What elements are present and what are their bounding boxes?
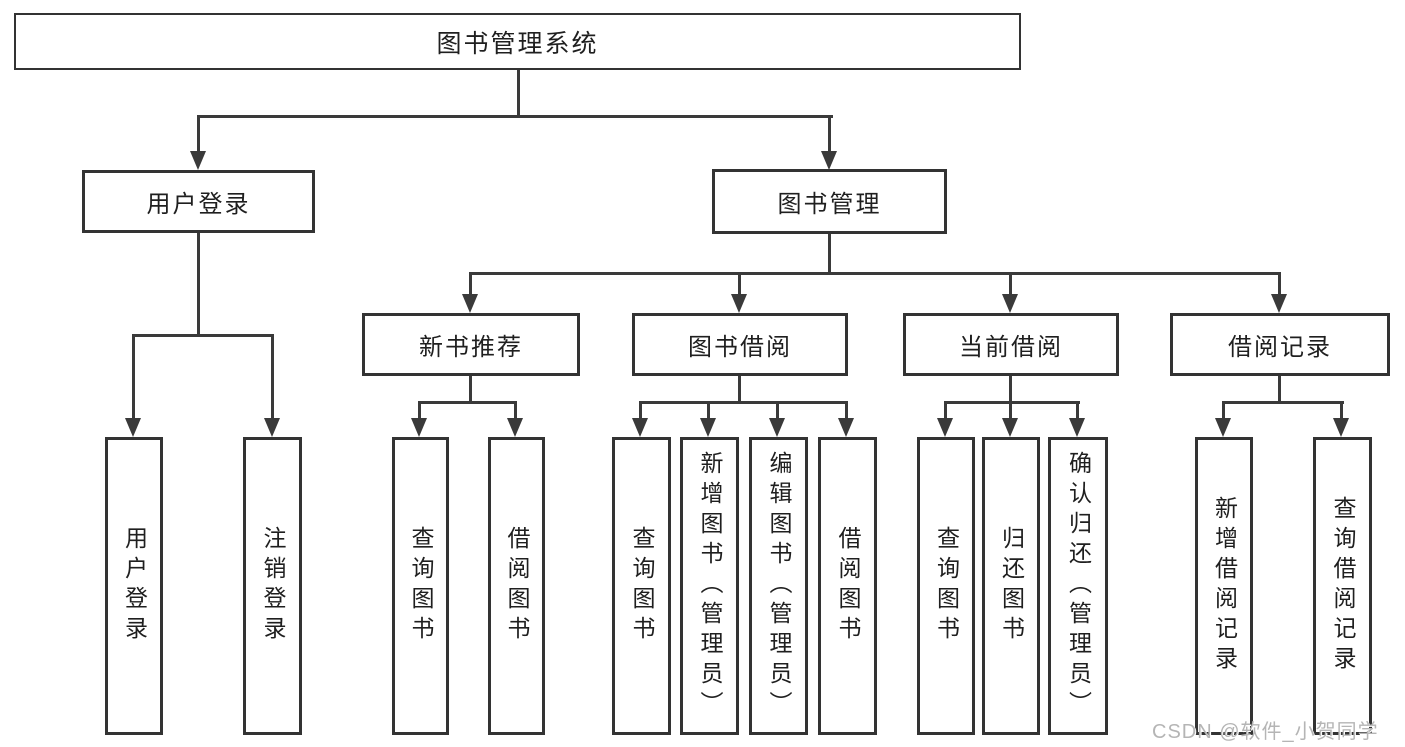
arrowhead-down-icon xyxy=(838,418,854,437)
connector-line xyxy=(1340,401,1343,419)
connector-line xyxy=(845,401,848,419)
node-current-borrow: 当前借阅 xyxy=(903,313,1119,376)
arrowhead-down-icon xyxy=(507,418,523,437)
node-library-management-system: 图书管理系统 xyxy=(14,13,1021,70)
connector-line xyxy=(1222,401,1225,419)
leaf-confirm-return-admin: 确认归还（管理员） xyxy=(1048,437,1108,735)
connector-line xyxy=(707,401,710,419)
leaf-query-books-recommend: 查询图书 xyxy=(392,437,449,735)
connector-line xyxy=(944,401,947,419)
leaf-borrow-books-recommend: 借阅图书 xyxy=(488,437,545,735)
connector-line xyxy=(738,272,741,296)
connector-line xyxy=(1278,272,1281,296)
connector-line xyxy=(197,115,200,153)
connector-line xyxy=(1222,401,1344,404)
connector-line xyxy=(517,70,520,117)
arrowhead-down-icon xyxy=(1215,418,1231,437)
connector-line xyxy=(197,233,200,336)
connector-line xyxy=(469,272,1281,275)
connector-line xyxy=(1278,376,1281,404)
arrowhead-down-icon xyxy=(190,151,206,170)
arrowhead-down-icon xyxy=(937,418,953,437)
connector-line xyxy=(469,376,472,404)
connector-line xyxy=(271,334,274,419)
connector-line xyxy=(418,401,517,404)
connector-line xyxy=(132,334,135,419)
connector-line xyxy=(639,401,642,419)
connector-line xyxy=(132,334,274,337)
arrowhead-down-icon xyxy=(731,294,747,313)
arrowhead-down-icon xyxy=(1333,418,1349,437)
connector-line xyxy=(469,272,472,296)
connector-line xyxy=(1009,401,1012,419)
arrowhead-down-icon xyxy=(1002,294,1018,313)
arrowhead-down-icon xyxy=(1002,418,1018,437)
leaf-query-borrow-record: 查询借阅记录 xyxy=(1313,437,1372,735)
leaf-add-borrow-record: 新增借阅记录 xyxy=(1195,437,1253,735)
leaf-query-books-current: 查询图书 xyxy=(917,437,975,735)
leaf-logout: 注销登录 xyxy=(243,437,302,735)
node-user-login: 用户登录 xyxy=(82,170,315,233)
connector-line xyxy=(776,401,779,419)
csdn-watermark: CSDN @软件_小贺同学 xyxy=(1152,721,1379,743)
arrowhead-down-icon xyxy=(821,151,837,170)
leaf-edit-books-admin: 编辑图书（管理员） xyxy=(749,437,808,735)
leaf-query-books-borrow: 查询图书 xyxy=(612,437,671,735)
connector-line xyxy=(1076,401,1079,419)
connector-line xyxy=(828,115,831,153)
arrowhead-down-icon xyxy=(411,418,427,437)
connector-line xyxy=(944,401,1080,404)
connector-line xyxy=(514,401,517,419)
node-new-book-recommend: 新书推荐 xyxy=(362,313,580,376)
arrowhead-down-icon xyxy=(462,294,478,313)
connector-line xyxy=(418,401,421,419)
leaf-user-login: 用户登录 xyxy=(105,437,163,735)
node-book-borrow: 图书借阅 xyxy=(632,313,848,376)
arrowhead-down-icon xyxy=(125,418,141,437)
connector-line xyxy=(197,115,833,118)
connector-line xyxy=(1009,272,1012,296)
connector-line xyxy=(639,401,848,404)
connector-line xyxy=(1009,376,1012,404)
arrowhead-down-icon xyxy=(700,418,716,437)
arrowhead-down-icon xyxy=(769,418,785,437)
leaf-return-books: 归还图书 xyxy=(982,437,1040,735)
leaf-borrow-books: 借阅图书 xyxy=(818,437,877,735)
node-book-management: 图书管理 xyxy=(712,169,947,234)
connector-line xyxy=(828,234,831,275)
leaf-add-books-admin: 新增图书（管理员） xyxy=(680,437,739,735)
arrowhead-down-icon xyxy=(264,418,280,437)
arrowhead-down-icon xyxy=(1271,294,1287,313)
node-borrow-records: 借阅记录 xyxy=(1170,313,1390,376)
connector-line xyxy=(738,376,741,404)
arrowhead-down-icon xyxy=(632,418,648,437)
arrowhead-down-icon xyxy=(1069,418,1085,437)
